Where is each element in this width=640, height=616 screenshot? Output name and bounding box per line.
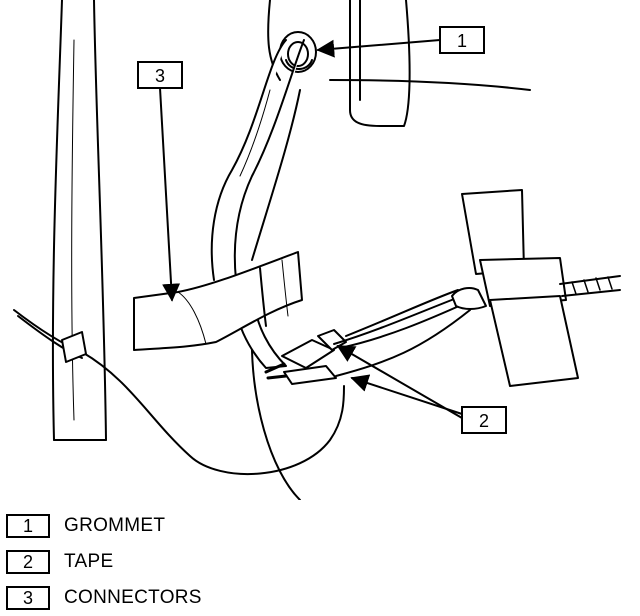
callout-1: 1 (439, 26, 485, 54)
legend-number-box: 1 (6, 514, 50, 538)
legend: 1 GROMMET 2 TAPE 3 CONNECTORS (6, 508, 406, 616)
body-panel (250, 0, 531, 500)
tape-wrap (133, 251, 303, 351)
harness (210, 39, 305, 369)
callout-arrows (159, 39, 463, 419)
wiring-illustration: 1 2 3 (13, 0, 621, 500)
legend-label: CONNECTORS (64, 587, 202, 608)
connector-wires (333, 289, 471, 377)
callout-1-label: 1 (457, 31, 467, 51)
connectors (264, 329, 347, 385)
pillar-panel (51, 0, 107, 441)
callout-3: 3 (137, 61, 183, 89)
grommet (279, 31, 317, 73)
legend-item-grommet: 1 GROMMET (6, 508, 406, 544)
callout-2-label: 2 (479, 411, 489, 431)
loop-cable (13, 309, 345, 476)
legend-number-box: 2 (6, 550, 50, 574)
callout-3-label: 3 (155, 66, 165, 86)
right-tape-flag (451, 189, 621, 387)
legend-item-connectors: 3 CONNECTORS (6, 580, 406, 616)
callout-2: 2 (461, 406, 507, 434)
legend-item-tape: 2 TAPE (6, 544, 406, 580)
legend-label: GROMMET (64, 515, 166, 536)
legend-number-box: 3 (6, 586, 50, 610)
legend-label: TAPE (64, 551, 114, 572)
